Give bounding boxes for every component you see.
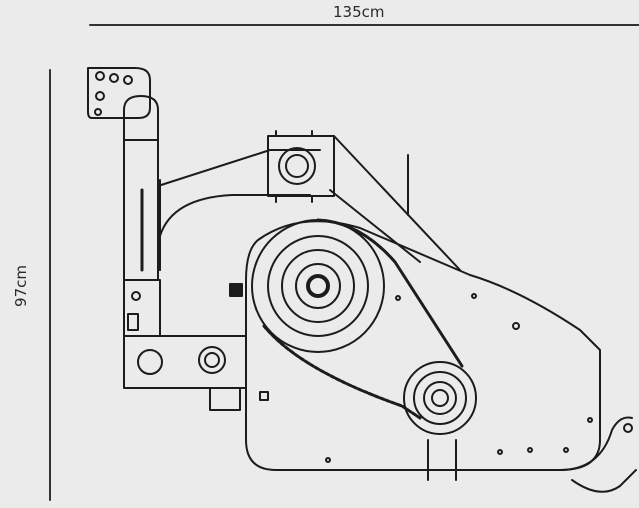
width-dimension-label: 135cm bbox=[333, 3, 385, 21]
height-dimension-label: 97cm bbox=[12, 265, 30, 307]
top-link-bracket bbox=[87, 67, 151, 119]
lower-hitch bbox=[123, 279, 247, 411]
bolts bbox=[259, 293, 593, 463]
dimension-lines bbox=[49, 24, 639, 501]
rear-roller-skid bbox=[427, 416, 637, 493]
rear-frame bbox=[329, 135, 461, 271]
driven-pulley bbox=[403, 361, 477, 435]
gearbox-housing bbox=[245, 220, 601, 471]
drive-belt bbox=[262, 218, 464, 420]
upper-arm bbox=[157, 130, 335, 271]
mast bbox=[123, 95, 161, 281]
drive-pulley bbox=[251, 219, 385, 353]
